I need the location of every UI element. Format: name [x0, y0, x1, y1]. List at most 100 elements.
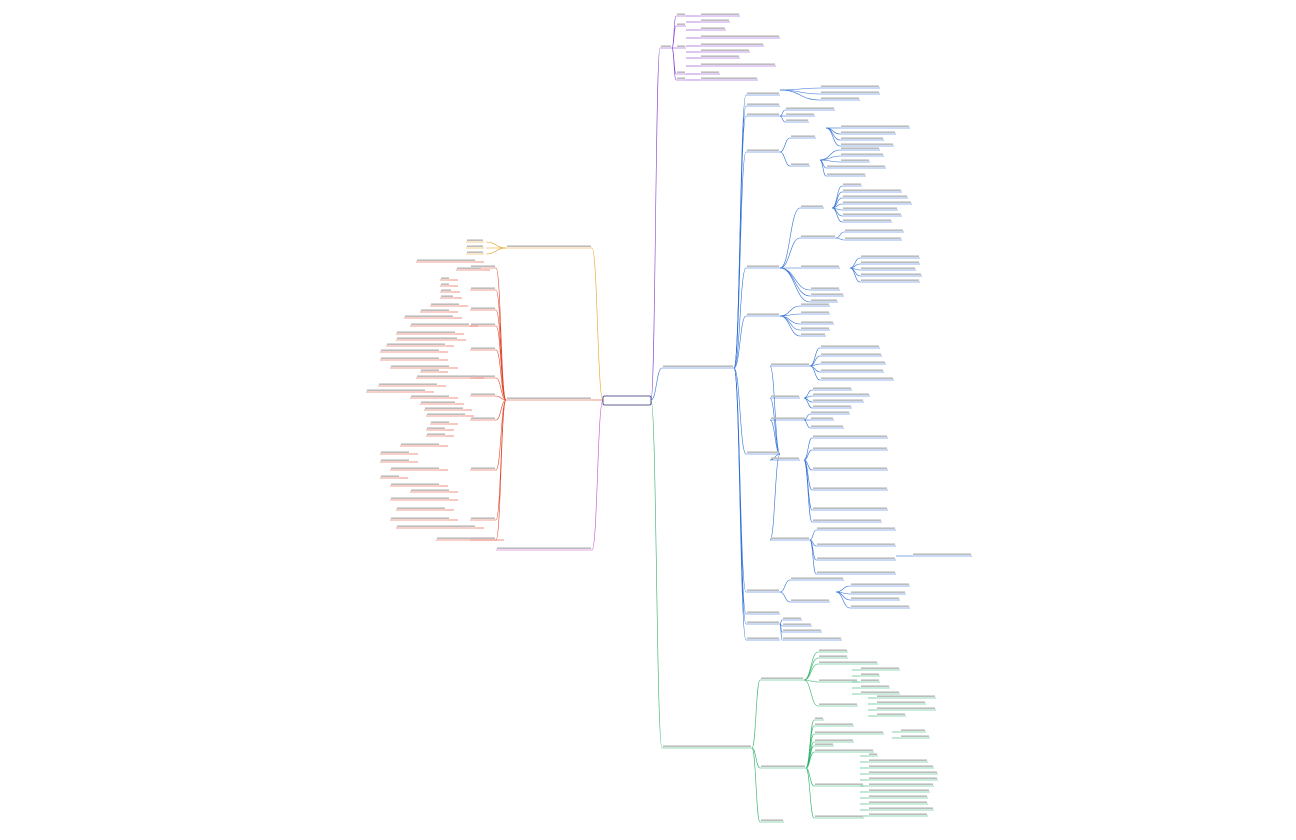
mind-map-node[interactable]	[761, 765, 805, 767]
mind-map-node[interactable]	[815, 783, 863, 785]
mind-map-node[interactable]	[747, 103, 779, 105]
mind-map-node[interactable]	[813, 447, 887, 449]
mind-map-node[interactable]	[701, 43, 763, 45]
mind-map-node[interactable]	[401, 443, 439, 445]
mind-map-node[interactable]	[869, 765, 933, 767]
mind-map-node[interactable]	[471, 347, 495, 349]
mind-map-node[interactable]	[677, 77, 685, 79]
root-node[interactable]	[602, 395, 652, 406]
mind-map-node[interactable]	[677, 45, 685, 47]
mind-map-node[interactable]	[821, 97, 859, 99]
mind-map-node[interactable]	[701, 49, 749, 51]
mind-map-node[interactable]	[821, 91, 879, 93]
mind-map-node[interactable]	[397, 331, 455, 333]
mind-map-node[interactable]	[471, 265, 495, 267]
mind-map-node[interactable]	[791, 599, 829, 601]
mind-map-node[interactable]	[421, 401, 455, 403]
mind-map-node[interactable]	[791, 135, 815, 137]
mind-map-node[interactable]	[417, 375, 475, 377]
mind-map-node[interactable]	[851, 591, 905, 593]
mind-map-node[interactable]	[813, 393, 869, 395]
mind-map-node[interactable]	[397, 525, 475, 527]
mind-map-node[interactable]	[843, 219, 891, 221]
mind-map-node[interactable]	[877, 695, 935, 697]
mind-map-node[interactable]	[841, 147, 879, 149]
mind-map-node[interactable]	[747, 313, 779, 315]
mind-map-node[interactable]	[677, 23, 685, 25]
mind-map-node[interactable]	[701, 13, 739, 15]
mind-map-node[interactable]	[851, 605, 909, 607]
mind-map-node[interactable]	[813, 507, 887, 509]
mind-map-node[interactable]	[813, 405, 851, 407]
mind-map-node[interactable]	[827, 173, 865, 175]
mind-map-node[interactable]	[761, 677, 803, 679]
mind-map-node[interactable]	[801, 265, 839, 267]
mind-map-node[interactable]	[819, 649, 847, 651]
mind-map-node[interactable]	[661, 45, 671, 47]
mind-map-node[interactable]	[747, 451, 779, 453]
mind-map-node[interactable]	[411, 395, 449, 397]
mind-map-node[interactable]	[877, 701, 925, 703]
mind-map-node[interactable]	[747, 265, 779, 267]
mind-map-node[interactable]	[663, 745, 751, 747]
mind-map-node[interactable]	[821, 369, 883, 371]
mind-map-node[interactable]	[815, 723, 853, 725]
mind-map-node[interactable]	[783, 617, 801, 619]
mind-map-node[interactable]	[869, 801, 927, 803]
mind-map-node[interactable]	[761, 819, 783, 821]
mind-map-node[interactable]	[869, 777, 937, 779]
mind-map-node[interactable]	[901, 729, 925, 731]
mind-map-node[interactable]	[869, 813, 927, 815]
mind-map-node[interactable]	[869, 759, 927, 761]
mind-map-node[interactable]	[747, 621, 779, 623]
mind-map-node[interactable]	[471, 287, 495, 289]
mind-map-node[interactable]	[843, 201, 911, 203]
mind-map-node[interactable]	[391, 467, 439, 469]
mind-map-node[interactable]	[471, 323, 495, 325]
mind-map-node[interactable]	[827, 165, 885, 167]
mind-map-node[interactable]	[869, 783, 933, 785]
mind-map-node[interactable]	[701, 27, 725, 29]
mind-map-node[interactable]	[861, 261, 919, 263]
mind-map-node[interactable]	[841, 125, 909, 127]
mind-map-node[interactable]	[437, 537, 495, 539]
mind-map-node[interactable]	[851, 597, 899, 599]
mind-map-node[interactable]	[701, 71, 719, 73]
mind-map-node[interactable]	[869, 789, 929, 791]
mind-map-node[interactable]	[813, 435, 887, 437]
mind-map-node[interactable]	[813, 467, 887, 469]
mind-map-node[interactable]	[701, 77, 757, 79]
mind-map-node[interactable]	[813, 487, 887, 489]
mind-map-node[interactable]	[467, 239, 483, 241]
mind-map-node[interactable]	[801, 205, 823, 207]
mind-map-node[interactable]	[821, 345, 879, 347]
mind-map-node[interactable]	[861, 267, 915, 269]
mind-map-node[interactable]	[811, 411, 849, 413]
mind-map-node[interactable]	[819, 703, 857, 705]
mind-map-node[interactable]	[471, 393, 495, 395]
mind-map-node[interactable]	[843, 213, 901, 215]
mind-map-node[interactable]	[817, 527, 895, 529]
mind-map-node[interactable]	[701, 35, 779, 37]
mind-map-node[interactable]	[471, 307, 495, 309]
mind-map-node[interactable]	[747, 611, 779, 613]
mind-map-node[interactable]	[841, 131, 895, 133]
mind-map-node[interactable]	[417, 259, 475, 261]
mind-map-node[interactable]	[471, 467, 495, 469]
mind-map-node[interactable]	[701, 19, 729, 21]
mind-map-node[interactable]	[421, 369, 439, 371]
mind-map-node[interactable]	[861, 279, 919, 281]
mind-map-node[interactable]	[841, 143, 893, 145]
mind-map-node[interactable]	[801, 327, 829, 329]
mind-map-node[interactable]	[817, 571, 895, 573]
mind-map-node[interactable]	[431, 303, 459, 305]
mind-map-node[interactable]	[877, 707, 935, 709]
mind-map-node[interactable]	[861, 667, 899, 669]
mind-map-node[interactable]	[783, 623, 811, 625]
mind-map-node[interactable]	[861, 685, 889, 687]
mind-map-node[interactable]	[869, 795, 927, 797]
mind-map-node[interactable]	[747, 589, 779, 591]
mind-map-node[interactable]	[861, 679, 879, 681]
mind-map-node[interactable]	[391, 365, 449, 367]
mind-map-node[interactable]	[817, 543, 895, 545]
